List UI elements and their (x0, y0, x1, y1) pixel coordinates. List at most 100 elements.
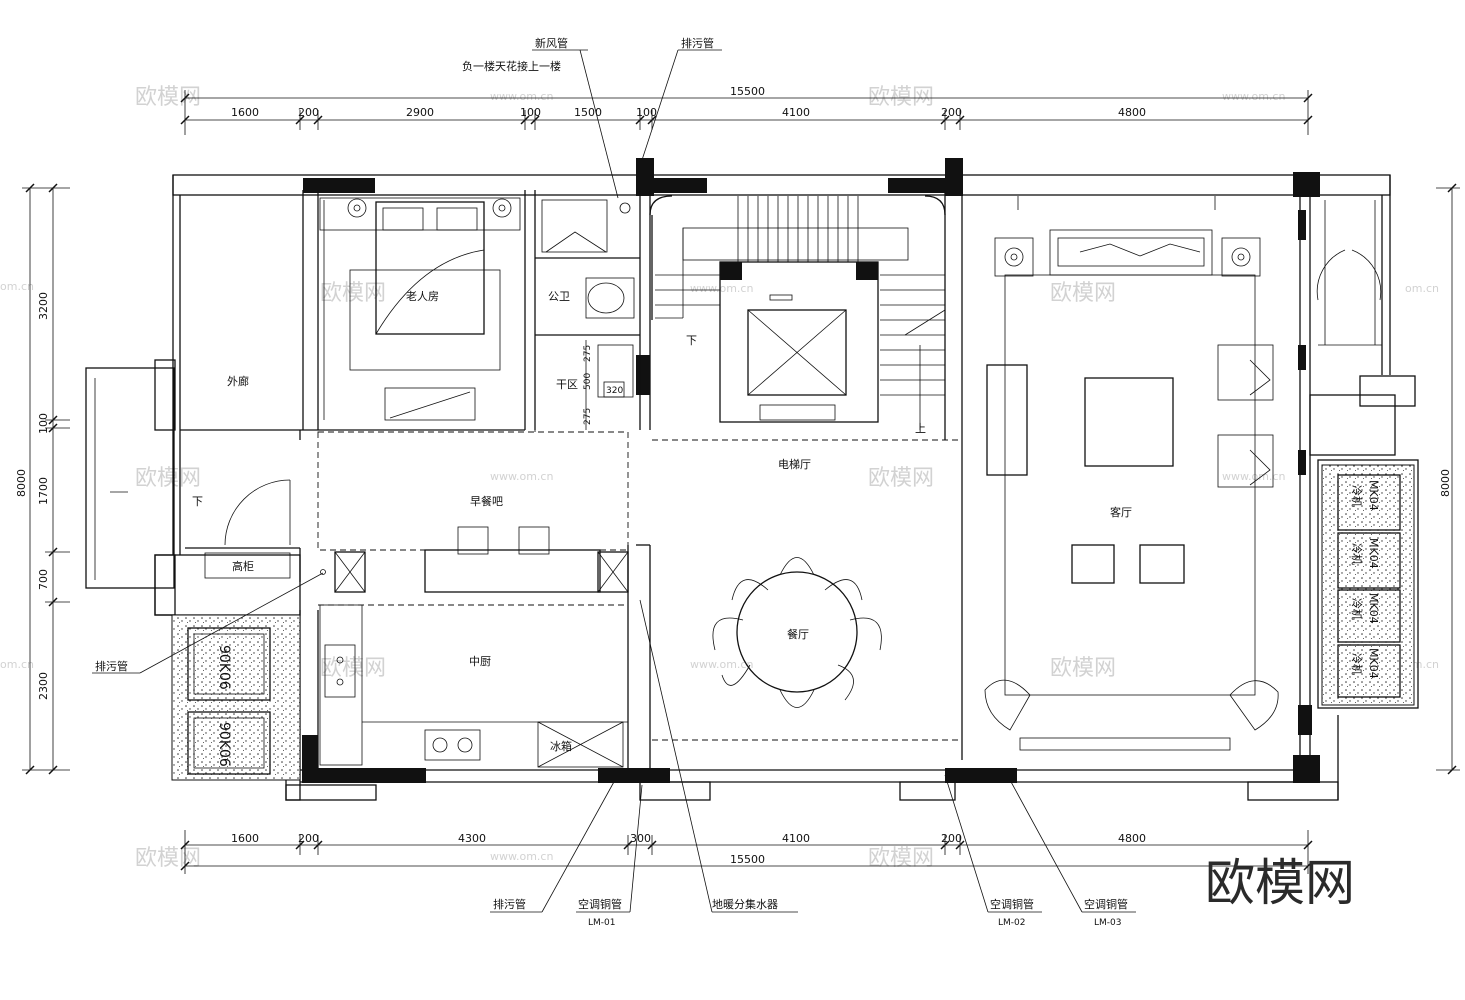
callout-fresh-air-note: 负一楼天花接上一楼 (462, 59, 561, 73)
watermark-brand: 欧模网 (135, 846, 201, 871)
dim-bottom-5: 4100 (782, 832, 810, 845)
watermark-url: www.om.cn (1222, 90, 1285, 103)
dim-bottom-2: 200 (298, 832, 319, 845)
label-down-2: 下 (192, 495, 203, 508)
top-dimensions: 15500 1600 200 2900 100 1500 100 4100 20… (180, 85, 1313, 135)
label-outer-corridor: 外廊 (227, 374, 249, 388)
dim-bottom-3: 4300 (458, 832, 486, 845)
dim-bottom-4: 300 (630, 832, 651, 845)
watermark-url: www.om.cn (490, 90, 553, 103)
right-ac-units: 冷机 MK04 冷机 MK04 冷机 MK04 冷机 MK04 (1321, 464, 1415, 706)
callout-drain-pipe-bottom: 排污管 (493, 897, 526, 911)
dim-top-9: 4800 (1118, 106, 1146, 119)
watermark-brand: 欧模网 (320, 281, 386, 306)
right-unit-1-name: 冷机 (1350, 485, 1364, 507)
watermark-url: om.cn (1405, 282, 1439, 295)
dim-top-5: 1500 (574, 106, 602, 119)
left-unit-1-code: 90K06 (216, 645, 232, 690)
label-elderly-room: 老人房 (406, 290, 439, 303)
right-unit-2-code: MK04 (1367, 538, 1380, 569)
dim-top-2: 200 (298, 106, 319, 119)
callout-ac-pipe-3-code: LM-03 (1094, 918, 1121, 928)
label-down-1: 下 (686, 334, 697, 347)
label-up: 上 (915, 422, 926, 435)
label-dry-area: 干区 (556, 378, 578, 391)
living-room-furniture (984, 196, 1279, 751)
dim-top-6: 100 (636, 106, 657, 119)
label-dining-room: 餐厅 (787, 627, 809, 641)
room-labels: 老人房 公卫 干区 外廊 下 早餐吧 电梯厅 客厅 餐厅 中厨 冰箱 高柜 (192, 290, 1132, 753)
label-elevator-hall: 电梯厅 (778, 458, 811, 471)
callout-floor-heating: 地暖分集水器 (712, 897, 778, 911)
stairs-elevator: 下 上 (655, 196, 946, 435)
dim-left-3: 1700 (37, 477, 50, 505)
watermark-url: www.om.cn (690, 282, 753, 295)
dim-top-3: 2900 (406, 106, 434, 119)
dim-bottom-total: 15500 (730, 853, 765, 866)
dim-bottom-7: 4800 (1118, 832, 1146, 845)
left-unit-2-code: 90K06 (216, 722, 232, 767)
right-unit-1-code: MK04 (1367, 480, 1380, 511)
watermark-url: om.cn (0, 280, 34, 293)
callout-ac-pipe-1-code: LM-01 (588, 918, 615, 928)
dim-top-4: 100 (520, 106, 541, 119)
right-unit-4-code: MK04 (1367, 648, 1380, 679)
dim-left-2: 100 (37, 413, 50, 434)
dim-right-total: 8000 (1439, 469, 1452, 497)
site-logo: 欧模网 (1205, 854, 1355, 912)
label-public-toilet: 公卫 (548, 290, 570, 303)
small-dim-275a: 275 (583, 345, 593, 362)
right-dimensions: 8000 (1436, 183, 1460, 775)
watermark-brand: 欧模网 (1050, 656, 1116, 681)
callout-ac-pipe-2: 空调铜管 (990, 897, 1034, 911)
callout-ac-pipe-3: 空调铜管 (1084, 897, 1128, 911)
label-breakfast-bar: 早餐吧 (470, 494, 503, 508)
bottom-dimensions: 1600 200 4300 300 4100 200 4800 15500 (180, 830, 1313, 874)
callout-drain-pipe-left: 排污管 (95, 659, 128, 673)
callout-ac-pipe-1: 空调铜管 (578, 897, 622, 911)
callout-ac-pipe-2-code: LM-02 (998, 918, 1025, 928)
watermark-brand: 欧模网 (1050, 281, 1116, 306)
dim-top-1: 1600 (231, 106, 259, 119)
structural-columns (302, 158, 1320, 783)
dim-top-7: 4100 (782, 106, 810, 119)
dim-top-total: 15500 (730, 85, 765, 98)
watermark-url: www.om.cn (490, 850, 553, 863)
dim-bottom-1: 1600 (231, 832, 259, 845)
small-dim-320: 320 (606, 386, 623, 396)
label-living-room: 客厅 (1110, 505, 1132, 519)
dim-bottom-6: 200 (941, 832, 962, 845)
dim-left-4: 700 (37, 569, 50, 590)
dim-top-8: 200 (941, 106, 962, 119)
dim-left-total: 8000 (15, 469, 28, 497)
bed (319, 197, 521, 421)
watermark-brand: 欧模网 (868, 846, 934, 871)
watermark-url: om.cn (0, 658, 34, 671)
watermark-brand: 欧模网 (135, 466, 201, 491)
bathroom-fixtures: 320 275 500 275 (541, 199, 635, 430)
label-fridge: 冰箱 (550, 739, 572, 753)
watermark-url: www.om.cn (490, 470, 553, 483)
watermark-brand: 欧模网 (135, 85, 201, 110)
doors (224, 200, 1382, 546)
dim-left-5: 2300 (37, 672, 50, 700)
right-unit-2-name: 冷机 (1350, 543, 1364, 565)
left-dimensions: 3200 100 1700 700 2300 8000 (15, 183, 70, 775)
right-unit-4-name: 冷机 (1350, 653, 1364, 675)
kitchen-fixtures (204, 526, 629, 768)
label-tall-cabinet: 高柜 (232, 559, 254, 573)
right-unit-3-code: MK04 (1367, 593, 1380, 624)
watermark-brand: 欧模网 (868, 466, 934, 491)
watermark-url: www.om.cn (690, 658, 753, 671)
callouts: 新风管 负一楼天花接上一楼 排污管 排污管 排污管 空调铜管 LM-01 地暖分… (92, 36, 1136, 928)
watermark-brand: 欧模网 (868, 85, 934, 110)
small-dim-500: 500 (583, 373, 593, 390)
watermark-layer: 欧模网 www.om.cn 欧模网 www.om.cn om.cn 欧模网 ww… (0, 85, 1439, 871)
dim-left-1: 3200 (37, 292, 50, 320)
watermark-brand: 欧模网 (320, 656, 386, 681)
small-dim-275b: 275 (583, 408, 593, 425)
dining-table (712, 557, 882, 708)
label-chinese-kitchen: 中厨 (469, 655, 491, 668)
callout-drain-pipe-top: 排污管 (681, 36, 714, 50)
left-ac-units: 90K06 90K06 (171, 614, 301, 781)
